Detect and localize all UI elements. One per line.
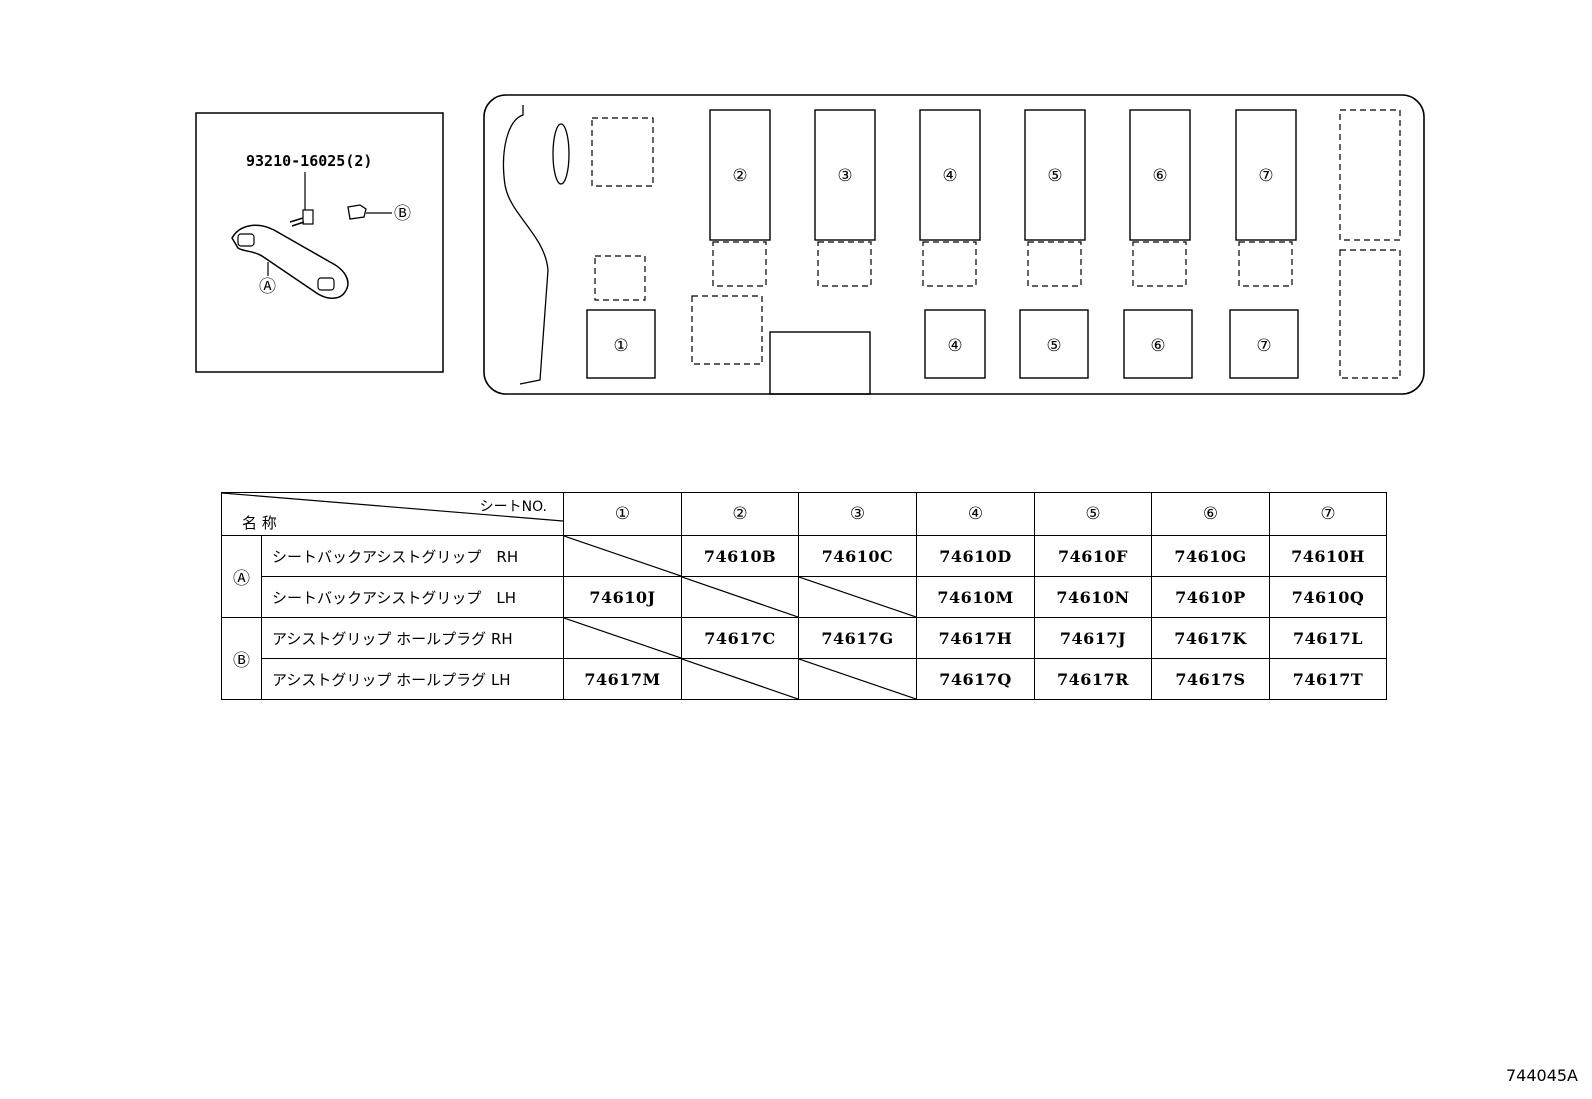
name-label: 名 称 — [242, 514, 277, 532]
upper-seat-6 — [1129, 109, 1191, 287]
part-code: 74610D — [916, 535, 1035, 577]
part-code: 74610J — [563, 576, 682, 618]
part-code: 74610M — [916, 576, 1035, 618]
upper-seat-label: ② — [732, 166, 747, 186]
part-code: 74617T — [1269, 658, 1387, 700]
upper-seat-label: ⑦ — [1258, 166, 1273, 186]
callout-b: Ⓑ — [394, 204, 411, 224]
table-row: Ⓐ シートバックアシストグリップ RH 74610B 74610C 74610D… — [221, 535, 1387, 618]
part-code: 74610B — [681, 535, 799, 577]
upper-seat-7 — [1235, 109, 1297, 287]
seat-header: ② — [681, 492, 799, 536]
part-code: 74617C — [681, 617, 799, 659]
part-code: 74610G — [1151, 535, 1270, 577]
table-row: アシストグリップ ホールプラグ LH 74617M 74617Q 74617R … — [222, 658, 1387, 700]
part-name: シートバックアシストグリップ RH — [261, 535, 564, 577]
seat-header: ④ — [916, 492, 1035, 536]
part-code: 74610N — [1034, 576, 1152, 618]
seat-header: ⑥ — [1151, 492, 1270, 536]
not-applicable-cell — [798, 658, 917, 700]
upper-seat-4 — [919, 109, 981, 287]
not-applicable-cell — [681, 658, 799, 700]
upper-seat-label: ⑤ — [1047, 166, 1062, 186]
lower-seat-label: ④ — [947, 336, 962, 356]
part-code: 74610P — [1151, 576, 1270, 618]
callout-a: Ⓐ — [259, 277, 276, 297]
seat-no-label: シートNO. — [479, 499, 547, 515]
part-number-table: シートNO. 名 称 ① ② ③ ④ ⑤ ⑥ ⑦ Ⓐ シートバックアシストグリッ… — [221, 492, 1387, 700]
table-corner-header: シートNO. 名 称 — [221, 492, 564, 536]
hole-plug-icon — [347, 204, 392, 220]
parts-inset: 93210-16025(2) Ⓑ Ⓐ — [195, 112, 444, 373]
part-code: 74617M — [563, 658, 682, 700]
not-applicable-cell — [798, 576, 917, 618]
upper-seat-5 — [1024, 109, 1086, 287]
upper-seat-3 — [814, 109, 876, 287]
part-code: 74617Q — [916, 658, 1035, 700]
upper-seat-label: ④ — [942, 166, 957, 186]
part-name: アシストグリップ ホールプラグ LH — [261, 658, 564, 700]
seat-header: ⑦ — [1269, 492, 1387, 536]
part-code: 74610Q — [1269, 576, 1387, 618]
part-code: 74617L — [1269, 617, 1387, 659]
not-applicable-cell — [563, 535, 682, 577]
bolt-part-number: 93210-16025(2) — [246, 152, 372, 170]
part-code: 74617S — [1151, 658, 1270, 700]
part-name: シートバックアシストグリップ LH — [261, 576, 564, 618]
lower-seat-label: ① — [613, 336, 628, 356]
lower-seat-label: ⑦ — [1256, 336, 1271, 356]
part-code: 74617R — [1034, 658, 1152, 700]
assist-grip-icon — [231, 224, 349, 299]
upper-seat-2 — [709, 109, 771, 287]
part-code: 74617J — [1034, 617, 1152, 659]
part-name: アシストグリップ ホールプラグ RH — [261, 617, 564, 659]
upper-seat-row: ② ③ ④ ⑤ ⑥ ⑦ — [709, 109, 1297, 287]
not-applicable-cell — [681, 576, 799, 618]
seat-header: ③ — [798, 492, 917, 536]
lower-seat-label: ⑤ — [1046, 336, 1061, 356]
not-applicable-cell — [563, 617, 682, 659]
part-code: 74610F — [1034, 535, 1152, 577]
bolt-icon — [289, 209, 314, 227]
figure-code: 744045A — [1505, 1066, 1578, 1085]
upper-seat-label: ③ — [837, 166, 852, 186]
group-mark-a: Ⓐ — [221, 535, 262, 618]
table-row: シートバックアシストグリップ LH 74610J 74610M 74610N 7… — [222, 576, 1387, 618]
bus-floor-plan: ② ③ ④ ⑤ ⑥ ⑦ ① ④ ⑤ ⑥ ⑦ — [483, 94, 1425, 395]
upper-seat-label: ⑥ — [1152, 166, 1167, 186]
part-code: 74610H — [1269, 535, 1387, 577]
group-mark-b: Ⓑ — [221, 617, 262, 700]
lower-seat-row: ① ④ ⑤ ⑥ ⑦ — [586, 309, 1299, 379]
table-row: Ⓑ アシストグリップ ホールプラグ RH 74617C 74617G 74617… — [221, 617, 1387, 700]
seat-header: ① — [563, 492, 682, 536]
part-code: 74617H — [916, 617, 1035, 659]
part-code: 74617G — [798, 617, 917, 659]
part-code: 74617K — [1151, 617, 1270, 659]
part-code: 74610C — [798, 535, 917, 577]
lower-seat-label: ⑥ — [1150, 336, 1165, 356]
seat-header: ⑤ — [1034, 492, 1152, 536]
